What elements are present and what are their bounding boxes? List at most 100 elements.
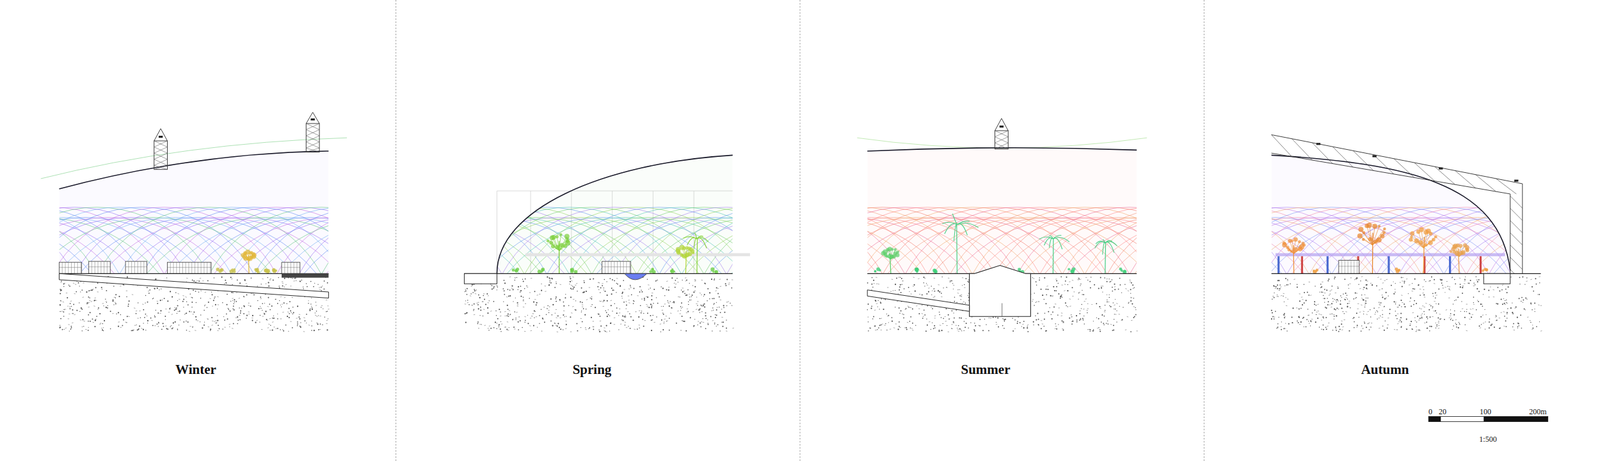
soil-dot xyxy=(86,302,88,304)
dome-grid-arc xyxy=(225,217,532,461)
soil-dash xyxy=(216,296,219,298)
soil-dot xyxy=(681,320,683,321)
soil-dot xyxy=(302,288,304,290)
soil-dash xyxy=(113,296,116,298)
soil-dot xyxy=(311,329,313,331)
soil-dot xyxy=(145,329,146,331)
soil-dot xyxy=(718,296,720,298)
soil-dot xyxy=(110,328,112,330)
soil-dot xyxy=(293,311,295,313)
soil-dot xyxy=(543,306,544,308)
soil-dot xyxy=(668,317,671,319)
soil-dot xyxy=(272,317,274,319)
soil-dot xyxy=(199,321,201,322)
soil-dot xyxy=(313,329,315,331)
soil-dash xyxy=(318,286,320,288)
soil-dot xyxy=(198,291,200,293)
soil-dot xyxy=(318,314,319,316)
soil-dot xyxy=(877,305,879,307)
soil-dot xyxy=(144,316,146,319)
shrub xyxy=(670,269,674,273)
soil-dot xyxy=(298,316,300,318)
tree-foliage xyxy=(555,234,559,239)
soil-dot xyxy=(325,311,328,313)
soil-dot xyxy=(305,322,307,324)
soil-dot xyxy=(233,309,235,311)
soil-dot xyxy=(696,324,698,326)
soil-dot xyxy=(660,330,662,332)
soil-dot xyxy=(165,325,167,326)
soil-dot xyxy=(731,304,733,306)
soil-dot xyxy=(282,330,285,332)
soil-dash xyxy=(628,302,630,304)
dome-grid-arc xyxy=(561,217,868,461)
soil-dot xyxy=(611,287,613,289)
soil-dot xyxy=(616,312,618,314)
soil-dash xyxy=(481,301,484,303)
soil-dot xyxy=(467,299,469,301)
soil-dot xyxy=(59,304,61,306)
soil-dot xyxy=(611,293,613,295)
soil-dash xyxy=(570,280,573,282)
soil-dot xyxy=(522,280,525,282)
soil-dot xyxy=(612,289,614,291)
soil-dash xyxy=(483,308,485,310)
soil-dash xyxy=(1107,323,1109,325)
soil-dot xyxy=(488,300,490,301)
soil-dash xyxy=(728,284,730,285)
soil-dash xyxy=(295,318,297,319)
soil-dot xyxy=(277,318,279,320)
soil-dot xyxy=(552,304,554,306)
soil-dot xyxy=(726,305,728,306)
soil-dot xyxy=(583,281,585,283)
soil-dot xyxy=(524,321,526,323)
soil-dash xyxy=(315,304,317,306)
soil-dot xyxy=(706,300,708,302)
soil-dot xyxy=(714,322,716,324)
panel-divider xyxy=(395,0,397,461)
soil-dash xyxy=(1022,323,1024,326)
pavilion-rail xyxy=(125,266,147,267)
soil-dot xyxy=(606,280,607,282)
soil-dash xyxy=(549,280,551,281)
soil-dot xyxy=(707,322,708,324)
soil-dot xyxy=(632,319,634,321)
soil-dot xyxy=(648,288,649,290)
soil-dot xyxy=(497,286,499,288)
soil-dot xyxy=(310,280,312,283)
pavilion-mullion xyxy=(97,261,99,274)
pavilion-mullion xyxy=(616,261,618,274)
soil-dot xyxy=(307,302,310,304)
pavilion-mullion xyxy=(623,261,624,274)
soil-dot xyxy=(511,287,512,288)
soil-dot xyxy=(540,283,542,285)
soil-dash xyxy=(599,320,601,322)
soil-dot xyxy=(997,325,1000,328)
soil-dot xyxy=(137,302,139,303)
soil-dot xyxy=(629,285,631,287)
soil-dash xyxy=(963,301,965,303)
dome-grid-arc xyxy=(350,207,607,461)
soil-dot xyxy=(314,312,316,313)
soil-dot xyxy=(174,321,176,323)
soil-dot xyxy=(564,296,566,299)
soil-dot xyxy=(562,328,564,330)
soil-dot xyxy=(233,298,235,301)
soil-dash xyxy=(1077,277,1080,279)
soil-dot xyxy=(115,297,116,299)
pavilion-mullion xyxy=(290,262,292,274)
shrub xyxy=(231,268,234,271)
soil-dash xyxy=(224,327,226,328)
soil-dash xyxy=(211,320,214,322)
soil-dot xyxy=(184,313,185,315)
soil-dot xyxy=(288,312,290,315)
soil-dot xyxy=(144,302,146,304)
soil-dot xyxy=(643,297,646,299)
soil-dot xyxy=(633,300,635,303)
soil-dot xyxy=(183,306,184,308)
soil-dash xyxy=(1118,313,1120,315)
pavilion-mullion xyxy=(140,261,142,274)
soil-dot xyxy=(716,286,718,288)
soil-dot xyxy=(268,285,270,287)
soil-dot xyxy=(185,312,187,314)
